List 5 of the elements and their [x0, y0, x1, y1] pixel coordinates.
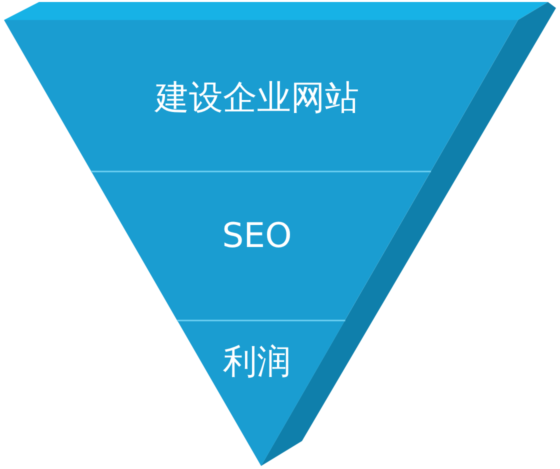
band-label: SEO — [222, 219, 292, 253]
funnel-band — [176, 320, 346, 466]
band-label: 利润 — [222, 345, 291, 379]
funnel-band — [4, 20, 518, 171]
band-label: 建设企业网站 — [155, 81, 359, 115]
